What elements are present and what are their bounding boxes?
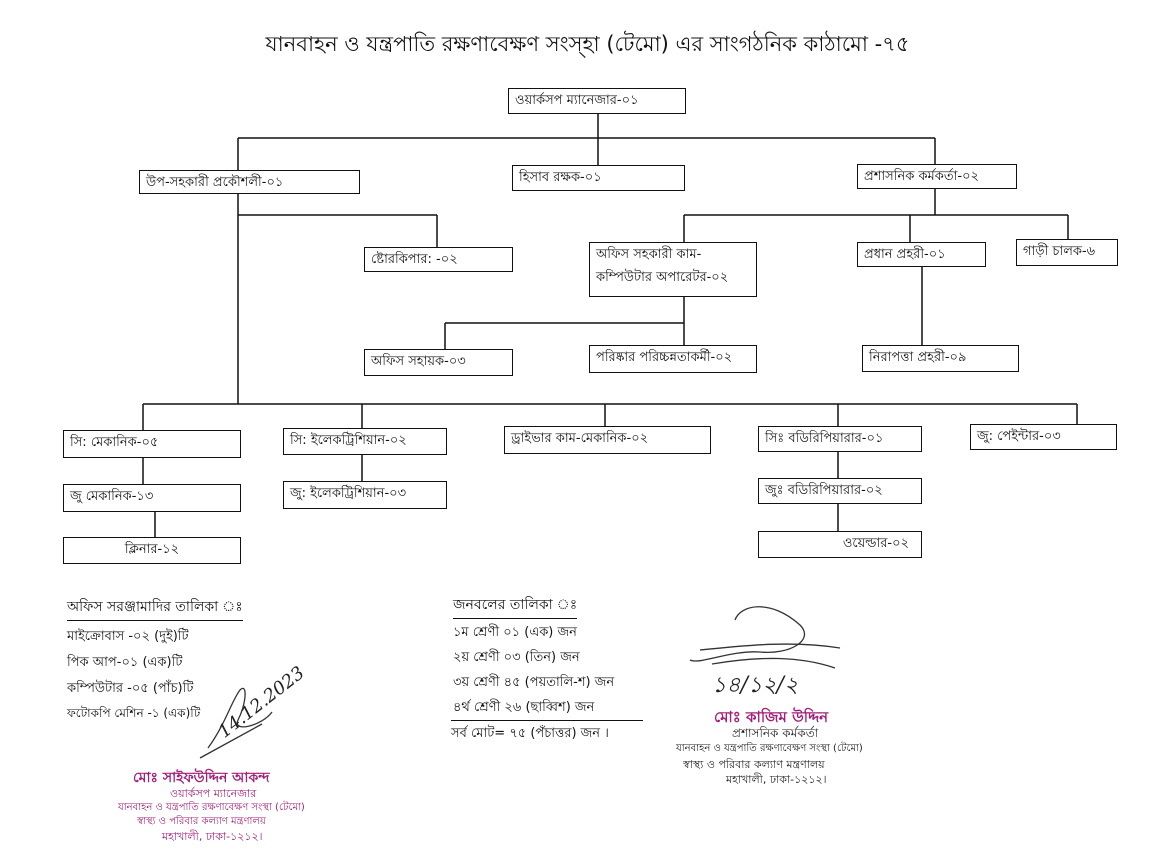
equipment-item-4: ফটোকপি মেশিন -১ (এক)টি [67,706,201,720]
head-guard-box: প্রধান প্রহরী-০১ [857,242,986,267]
left-signature-org: যানবাহন ও যন্ত্রপাতি রক্ষণাবেক্ষণ সংস্থা… [118,802,305,813]
cleaner-box: ক্লিনার-১২ [63,537,241,564]
office-asst-computer-box: অফিস সহকারী কাম- কম্পিউটার অপারেটর-০২ [589,242,757,297]
office-asst-computer-line1: অফিস সহকারী কাম- [596,247,702,262]
welder-box: ওয়েল্ডার-০২ [758,531,922,558]
manpower-item-1: ১ম শ্রেণী ০১ (এক) জন [453,625,577,640]
right-signature-designation: প্রশাসনিক কর্মকর্তা [732,726,819,740]
manpower-item-4: ৪র্থ শ্রেণী ২৬ (ছাব্বিশ) জন [453,700,595,715]
equipment-heading: অফিস সরঞ্জামাদির তালিকা ঃ [67,595,243,621]
left-signature-address: মহাখালী, ঢাকা-১২১২। [162,830,263,843]
right-signature-address: মহাখালী, ঢাকা-১২১২। [726,773,827,786]
driver-box: গাড়ী চালক-৬ [1016,239,1118,266]
sr-mechanic-box: সি: মেকানিক-০৫ [63,430,241,458]
sub-asst-engineer-box: উপ-সহকারী প্রকৌশলী-০১ [139,170,360,194]
office-asst-computer-line2: কম্পিউটার অপারেটর-০২ [596,269,729,285]
sr-electrician-box: সি: ইলেকট্রিশিয়ান-০২ [283,428,447,455]
cleaner-staff-box: পরিষ্কার পরিচ্চন্নতাকর্মী-০২ [589,345,757,373]
manpower-item-2: ২য় শ্রেণী ০৩ (তিন) জন [453,650,580,665]
right-signature-date: ১৪/১২/২ [712,673,799,698]
equipment-item-3: কম্পিউটার -০৫ (পাঁচ)টি [67,681,194,696]
right-signature-name: মোঃ কাজিম উদ্দিন [714,708,829,726]
accountant-box: হিসাব রক্ষক-০১ [512,165,685,191]
manpower-total: সর্ব মোট= ৭৫ (পঁচাত্তর) জন । [451,720,643,745]
page-title: যানবাহন ও যন্ত্রপাতি রক্ষণাবেক্ষণ সংস্হা… [265,32,910,56]
jr-mechanic-box: জু মেকানিক-১৩ [63,484,241,512]
jr-painter-box: জু: পেইন্টার-০৩ [970,424,1117,450]
equipment-item-2: পিক আপ-০১ (এক)টি [67,655,183,670]
driver-mechanic-box: ড্রাইভার কাম-মেকানিক-০২ [504,426,711,454]
equipment-item-1: মাইক্রোবাস -০২ (দুই)টি [67,629,189,644]
jr-electrician-box: জু: ইলেকট্রিশিয়ান-০৩ [283,481,447,509]
left-signature-ministry: স্বাস্থ্য ও পরিবার কল্যাণ মন্ত্রণালয় [137,816,266,827]
security-guard-box: নিরাপত্তা প্রহরী-০৯ [862,345,1019,372]
jr-body-repairer-box: জুঃ বডিরিপিয়ারার-০২ [758,478,922,504]
storekeeper-box: ষ্টোরকিপার: -০২ [364,247,513,272]
right-signature-org: যানবাহন ও যন্ত্রপাতি রক্ষণাবেক্ষণ সংস্থা… [676,743,863,754]
right-signature-ministry: স্বাস্থ্য ও পরিবার কল্যাণ মন্ত্রণালয় [683,758,825,771]
admin-officer-box: প্রশাসনিক কর্মকর্তা-০২ [857,164,1017,189]
workshop-manager-box: ওয়ার্কসপ ম্যানেজার-০১ [508,88,686,114]
office-helper-box: অফিস সহায়ক-০৩ [364,349,513,376]
sr-body-repairer-box: সিঃ বডিরিপিয়ারার-০১ [758,426,922,452]
manpower-item-3: ৩য় শ্রেণী ৪৫ (পয়তালি-শ) জন [453,675,615,690]
manpower-heading: জনবলের তালিকা ঃ [453,593,578,619]
left-signature-designation: ওয়ার্কসপ ম্যানেজার [170,787,257,800]
left-signature-name: মোঃ সাইফউদ্দিন আকন্দ [133,770,270,786]
